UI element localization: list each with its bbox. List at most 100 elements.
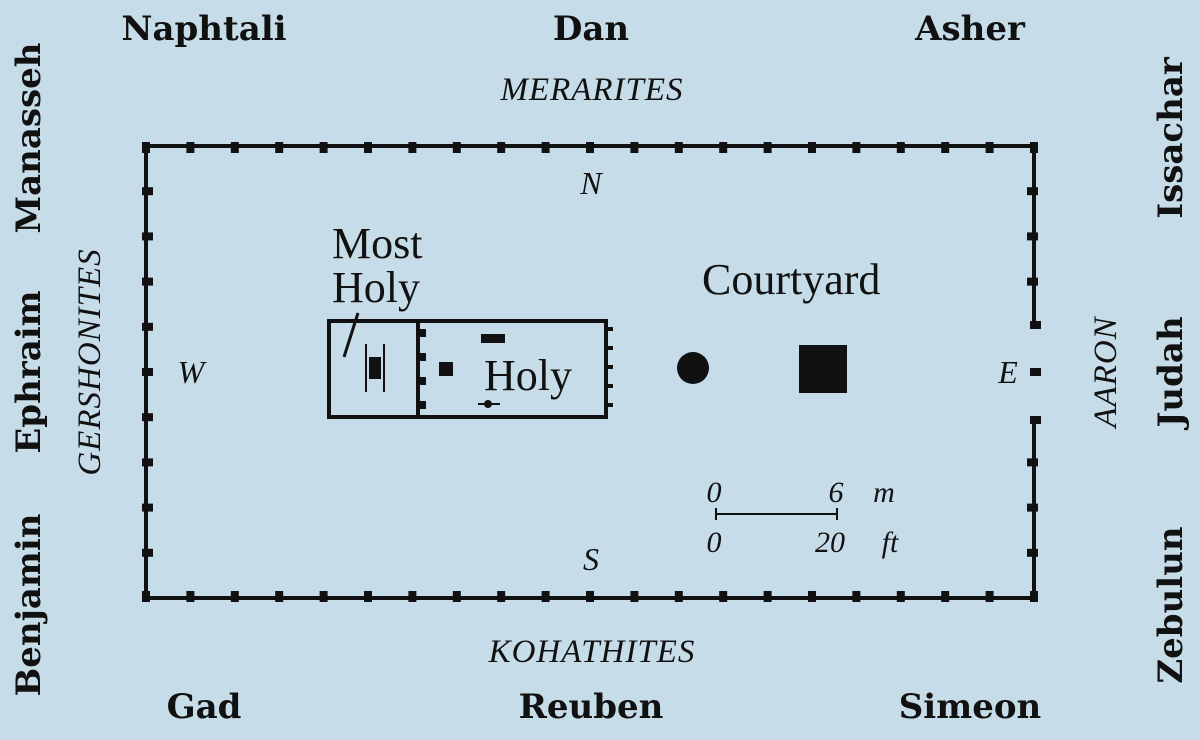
courtyard-post: [275, 142, 284, 153]
courtyard-post: [142, 413, 153, 422]
courtyard-gate-post: [1030, 321, 1041, 329]
clan-merarites: MERARITES: [499, 72, 683, 108]
scale-metric-start: 0: [707, 476, 722, 509]
entrance-posts: [604, 327, 613, 407]
courtyard-post: [142, 591, 150, 602]
veil-posts: [420, 329, 426, 409]
entrance-post: [604, 384, 613, 388]
tabernacle-tent: [327, 312, 613, 419]
tribe-dan: Dan: [553, 9, 629, 49]
direction-east: E: [997, 354, 1018, 390]
clan-kohathites: KOHATHITES: [488, 634, 696, 670]
courtyard-post: [630, 142, 639, 153]
courtyard-post: [364, 591, 372, 602]
courtyard-post: [985, 142, 994, 153]
courtyard-post: [319, 591, 328, 602]
courtyard-post: [142, 548, 153, 557]
courtyard-post: [896, 142, 905, 153]
courtyard-post: [230, 591, 239, 602]
entrance-post: [604, 327, 613, 331]
label-most-holy-line2: Holy: [332, 263, 420, 312]
tribe-gad: Gad: [167, 687, 242, 727]
label-most-holy-line1: Most: [332, 219, 422, 268]
courtyard-post: [408, 142, 417, 153]
courtyard-post: [1027, 458, 1038, 467]
scale-metric-unit: m: [873, 476, 895, 509]
altar-icon: [799, 345, 847, 393]
courtyard-post: [541, 591, 550, 602]
scale-imperial-end: 20: [815, 526, 845, 559]
scale-bar: 0 6 m 0 20 ft: [707, 476, 899, 559]
tribe-reuben: Reuben: [519, 687, 664, 727]
scale-imperial-start: 0: [707, 526, 722, 559]
courtyard-post: [630, 591, 639, 602]
tribe-asher: Asher: [914, 9, 1026, 49]
tribe-issachar: Issachar: [1151, 56, 1191, 219]
courtyard-post: [275, 591, 284, 602]
courtyard-post: [852, 591, 861, 602]
courtyard-post: [497, 591, 506, 602]
veil-post: [420, 377, 426, 385]
courtyard-post: [230, 142, 239, 153]
courtyard-gate-post: [1030, 416, 1041, 424]
courtyard-post: [1027, 187, 1038, 196]
incense-altar-icon: [439, 362, 453, 376]
courtyard-post: [142, 503, 153, 512]
courtyard-post: [142, 232, 153, 241]
courtyard-post: [763, 142, 772, 153]
courtyard-post: [1027, 503, 1038, 512]
direction-north: N: [579, 165, 603, 201]
courtyard-post: [1030, 142, 1038, 153]
courtyard-post: [852, 142, 861, 153]
courtyard-post: [186, 591, 195, 602]
courtyard-post: [896, 591, 905, 602]
courtyard-post: [808, 591, 816, 602]
courtyard-post: [142, 187, 153, 196]
tribe-benjamin: Benjamin: [9, 513, 49, 696]
courtyard-gate-post: [1030, 368, 1041, 376]
courtyard-post: [1027, 548, 1038, 557]
entrance-post: [604, 346, 613, 350]
veil-post: [420, 353, 426, 361]
veil-post: [420, 329, 426, 337]
table-icon: [481, 334, 505, 343]
entrance-post: [604, 403, 613, 407]
direction-south: S: [583, 541, 599, 577]
courtyard-post: [586, 591, 594, 602]
laver-icon: [677, 352, 709, 384]
tribe-zebulun: Zebulun: [1151, 526, 1191, 683]
entrance-post: [604, 365, 613, 369]
courtyard-post: [719, 591, 728, 602]
courtyard-post: [497, 142, 506, 153]
courtyard-post: [586, 142, 594, 153]
courtyard-post: [452, 142, 461, 153]
tribe-judah: Judah: [1151, 316, 1191, 430]
courtyard-post: [1030, 591, 1038, 602]
courtyard-post: [674, 591, 683, 602]
clan-gershonites: GERSHONITES: [72, 248, 108, 475]
courtyard-post: [364, 142, 372, 153]
label-courtyard: Courtyard: [702, 255, 880, 304]
courtyard-post: [186, 142, 195, 153]
courtyard-post: [142, 322, 153, 331]
courtyard-post: [985, 591, 994, 602]
tribe-simeon: Simeon: [899, 687, 1041, 727]
courtyard-post: [1027, 232, 1038, 241]
courtyard-post: [719, 142, 728, 153]
courtyard-post: [1027, 277, 1038, 286]
courtyard-post: [674, 142, 683, 153]
courtyard-posts: [142, 142, 1041, 602]
courtyard-boundary: [142, 142, 1041, 602]
tribe-naphtali: Naphtali: [121, 9, 286, 49]
direction-west: W: [178, 354, 208, 390]
courtyard-post: [941, 142, 950, 153]
most-holy-pointer: [342, 312, 360, 358]
label-holy: Holy: [484, 351, 572, 400]
scale-metric-end: 6: [829, 476, 844, 509]
courtyard-post: [452, 591, 461, 602]
courtyard-post: [142, 142, 150, 153]
courtyard-post: [941, 591, 950, 602]
courtyard-post: [319, 142, 328, 153]
